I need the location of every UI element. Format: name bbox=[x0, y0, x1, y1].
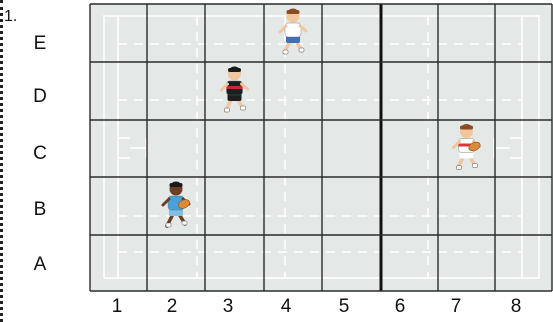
grid-cell-d4[interactable] bbox=[264, 62, 322, 120]
grid-cell-a5[interactable] bbox=[322, 235, 381, 291]
grid-cell-b8[interactable] bbox=[495, 177, 552, 235]
grid-cell-e3[interactable] bbox=[205, 4, 264, 62]
player-boot-right bbox=[299, 48, 304, 52]
grid-cell-c5[interactable] bbox=[322, 120, 381, 177]
grid-cell-a1[interactable] bbox=[90, 235, 147, 291]
grid-cell-d5[interactable] bbox=[322, 62, 381, 120]
grid-cell-c2[interactable] bbox=[147, 120, 205, 177]
grid-cell-d7[interactable] bbox=[438, 62, 495, 120]
grid-cell-c1[interactable] bbox=[90, 120, 147, 177]
player-boot-right bbox=[182, 221, 187, 225]
player-hair-top bbox=[228, 68, 241, 72]
player-boot-left bbox=[283, 50, 288, 54]
grid-cell-a7[interactable] bbox=[438, 235, 495, 291]
grid-cell-a2[interactable] bbox=[147, 235, 205, 291]
player-jersey bbox=[285, 23, 301, 37]
grid-cell-b7[interactable] bbox=[438, 177, 495, 235]
grid-cell-e6[interactable] bbox=[381, 4, 438, 62]
player-hair-top bbox=[170, 183, 183, 187]
grid-cell-e1[interactable] bbox=[90, 4, 147, 62]
grid-cell-b5[interactable] bbox=[322, 177, 381, 235]
grid-cell-b6[interactable] bbox=[381, 177, 438, 235]
grid-cell-a8[interactable] bbox=[495, 235, 552, 291]
grid-cell-d6[interactable] bbox=[381, 62, 438, 120]
player-boot-right bbox=[473, 164, 478, 168]
grid-cell-b1[interactable] bbox=[90, 177, 147, 235]
grid-cell-a3[interactable] bbox=[205, 235, 264, 291]
grid-cell-c3[interactable] bbox=[205, 120, 264, 177]
grid-cell-b4[interactable] bbox=[264, 177, 322, 235]
player-hair-top bbox=[460, 126, 473, 130]
grid-cell-c6[interactable] bbox=[381, 120, 438, 177]
grid-cells bbox=[90, 4, 552, 291]
player-boot-left bbox=[166, 223, 171, 227]
grid-cell-e8[interactable] bbox=[495, 4, 552, 62]
player-boot-left bbox=[457, 166, 462, 170]
grid-cell-d8[interactable] bbox=[495, 62, 552, 120]
grid-cell-a4[interactable] bbox=[264, 235, 322, 291]
player-boot-left bbox=[225, 108, 230, 112]
grid-cell-e2[interactable] bbox=[147, 4, 205, 62]
grid-cell-e5[interactable] bbox=[322, 4, 381, 62]
grid-cell-e7[interactable] bbox=[438, 4, 495, 62]
grid-cell-d1[interactable] bbox=[90, 62, 147, 120]
grid-cell-d2[interactable] bbox=[147, 62, 205, 120]
player-jersey-stripe bbox=[227, 86, 243, 89]
grid-cell-b3[interactable] bbox=[205, 177, 264, 235]
grid-cell-c4[interactable] bbox=[264, 120, 322, 177]
grid-cell-c8[interactable] bbox=[495, 120, 552, 177]
player-hair-top bbox=[287, 10, 300, 14]
grid-cell-a6[interactable] bbox=[381, 235, 438, 291]
player-boot-right bbox=[241, 106, 246, 110]
